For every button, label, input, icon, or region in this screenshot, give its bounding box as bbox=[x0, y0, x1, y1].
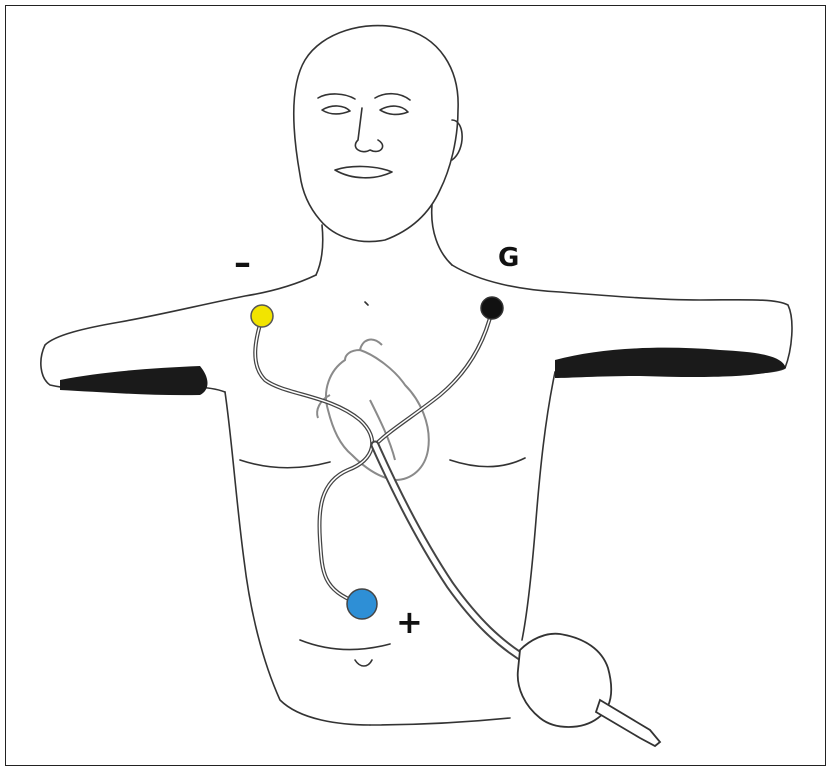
mouth bbox=[335, 166, 392, 177]
positive-label: + bbox=[396, 606, 423, 638]
collar-mark bbox=[365, 302, 368, 305]
eye-right bbox=[380, 106, 408, 114]
negative-label: – bbox=[234, 246, 251, 280]
wire-negative bbox=[255, 318, 372, 602]
chest-line-right bbox=[450, 458, 525, 467]
chest-line bbox=[240, 460, 330, 468]
neck-right bbox=[432, 205, 452, 265]
nose bbox=[355, 108, 382, 152]
eye-left bbox=[322, 106, 350, 114]
positive-electrode bbox=[347, 589, 377, 619]
navel bbox=[355, 660, 372, 666]
torso-bottom bbox=[370, 718, 510, 725]
head-outline bbox=[294, 26, 458, 242]
torso-left bbox=[225, 392, 370, 725]
wire-ground bbox=[375, 310, 492, 445]
eyebrow-left bbox=[318, 94, 355, 99]
abdomen-line bbox=[300, 640, 390, 650]
ground-electrode bbox=[481, 297, 503, 319]
eyebrow-right bbox=[375, 94, 410, 100]
negative-electrode bbox=[251, 305, 273, 327]
left-arm-shadow bbox=[60, 366, 208, 395]
right-arm-shadow bbox=[555, 348, 786, 378]
ground-label: G bbox=[498, 245, 519, 271]
heart-outline bbox=[317, 340, 429, 480]
neck-left bbox=[316, 225, 323, 275]
lead-connector bbox=[518, 634, 660, 746]
torso-right bbox=[522, 372, 555, 640]
